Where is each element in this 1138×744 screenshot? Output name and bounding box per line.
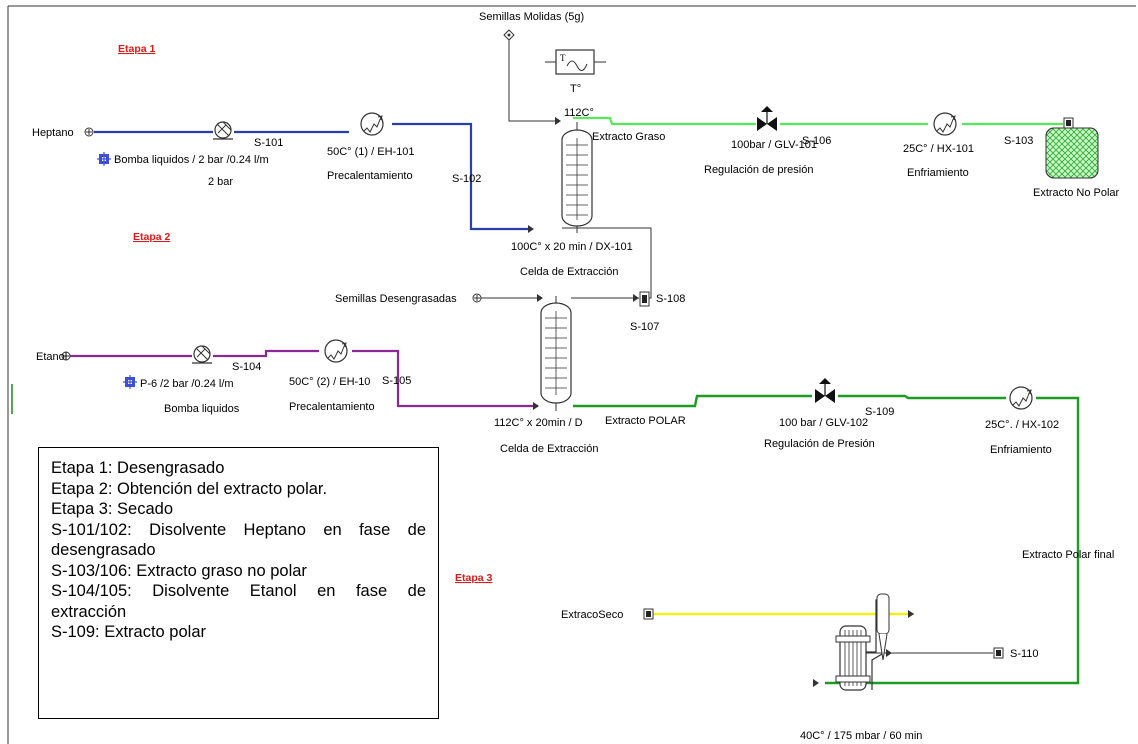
temp-sensor-label: T°	[570, 83, 581, 95]
stage-3-label: Etapa 3	[455, 572, 493, 584]
valve-1-name: Regulación de presión	[704, 164, 813, 176]
legend-box: Etapa 1: Desengrasado Etapa 2: Obtención…	[38, 447, 439, 719]
s106-label: S-106	[802, 135, 831, 147]
legend-line: S-104/105: Disolvente Etanol en fase de …	[51, 582, 426, 621]
dry-extract-label: ExtracoSeco	[561, 609, 623, 621]
svg-text:T: T	[560, 53, 566, 63]
fatty-extract-label: Extracto Graso	[592, 131, 665, 143]
s104-label: S-104	[232, 361, 261, 373]
valve-2-name: Regulación de Presión	[764, 438, 875, 450]
s110-label: S-110	[1010, 648, 1039, 660]
heater-2-spec: 50C° (2) / EH-10	[289, 376, 370, 388]
valve-1-icon	[757, 106, 777, 131]
s103-terminator-icon	[1063, 117, 1074, 129]
defatted-seeds-feed-icon	[472, 293, 482, 303]
pump-2-name: Bomba liquidos	[164, 403, 240, 415]
legend-line: Etapa 1: Desengrasado	[51, 459, 225, 477]
legend-line: S-101/102: Disolvente Heptano en fase de…	[51, 520, 426, 560]
cell-2-name: Celda de Extracción	[500, 443, 598, 455]
cooler-1-icon	[933, 112, 957, 136]
flow-arrowheads	[528, 117, 914, 687]
s107-label: S-107	[630, 321, 659, 333]
pump-1-icon	[213, 121, 233, 140]
stage-1-label: Etapa 1	[118, 43, 156, 55]
pump-1-note: 2 bar	[208, 176, 233, 188]
cell-2-spec: 112C° x 20min / D	[494, 417, 583, 429]
legend-line: S-109: Extracto polar	[51, 623, 206, 641]
valve-2-icon	[815, 378, 835, 403]
s101-label: S-101	[254, 137, 283, 149]
stage1-light-green-streams	[573, 116, 1063, 126]
heater-2-icon	[324, 339, 348, 363]
cooler-2-icon	[1009, 386, 1033, 410]
heater-2-name: Precalentamiento	[289, 401, 375, 413]
ethanol-feed-icon	[61, 351, 71, 361]
ground-seeds-label: Semillas Molidas (5g)	[479, 11, 584, 23]
pump-2-data-icon	[123, 375, 137, 389]
extraction-cell-1-icon	[561, 122, 593, 233]
cooler-1-name: Enfriamiento	[907, 167, 969, 179]
heptane-label: Heptano	[32, 127, 74, 139]
heptane-feed-icon	[84, 127, 94, 137]
cell-1-name: Celda de Extracción	[520, 266, 618, 278]
cell1-bottom-link	[562, 227, 652, 299]
legend-line: Etapa 3: Secado	[51, 500, 174, 518]
ethanol-streams	[70, 349, 538, 408]
dryer-icon	[835, 593, 890, 691]
final-polar-label: Extracto Polar final	[1022, 549, 1114, 561]
s110-terminator-icon	[993, 647, 1004, 659]
polar-extract-label: Extracto POLAR	[605, 415, 686, 427]
ground-seeds-feed-icon	[503, 29, 515, 41]
legend-line: Etapa 2: Obtención del extracto polar.	[51, 479, 328, 498]
stage3-streams	[652, 612, 993, 654]
diagram-labels: Heptano Semillas Molidas (5g) Semillas D…	[32, 11, 1120, 742]
s109-label: S-109	[865, 406, 894, 418]
s103-label: S-103	[1004, 135, 1033, 147]
product-1-label: Extracto No Polar	[1033, 187, 1120, 199]
ethanol-label: Etanol	[36, 351, 67, 363]
pump-2-spec: P-6 /2 bar /0.24 l/m	[140, 378, 234, 390]
heater-1-spec: 50C° (1) / EH-101	[327, 146, 415, 158]
pump-1-spec: Bomba liquidos / 2 bar /0.24 l/m	[114, 154, 269, 166]
s108-terminator-icon	[639, 291, 650, 307]
ground-seeds-stream	[508, 40, 555, 122]
extraction-cell-2-icon	[540, 296, 572, 411]
temperature-sensor-icon: T	[545, 49, 606, 75]
heptane-streams	[94, 122, 528, 231]
dry-extract-terminator-icon	[643, 608, 654, 620]
cell-1-spec: 100C° x 20 min / DX-101	[511, 241, 633, 253]
valve-1-spec: 100bar / GLV-101	[731, 139, 817, 151]
defatted-seeds-label: Semillas Desengrasadas	[335, 293, 457, 305]
cooler-2-name: Enfriamiento	[990, 444, 1052, 456]
pump-2-icon	[192, 345, 212, 364]
heater-1-name: Precalentamiento	[327, 170, 413, 182]
temp-sensor-value: 112C°	[564, 107, 594, 119]
heater-1-icon	[360, 112, 384, 136]
stage-2-label: Etapa 2	[133, 231, 171, 243]
valve-2-spec: 100 bar / GLV-102	[779, 417, 868, 429]
non-polar-extract-tank-icon	[1045, 127, 1099, 179]
s102-label: S-102	[452, 173, 481, 185]
s108-label: S-108	[656, 293, 685, 305]
cooler-1-spec: 25C° / HX-101	[903, 143, 974, 155]
legend-line: S-103/106: Extracto graso no polar	[51, 561, 307, 580]
stage2-dark-green-streams	[573, 394, 1080, 685]
pump-1-data-icon	[97, 152, 111, 166]
cooler-2-spec: 25C°. / HX-102	[985, 419, 1059, 431]
dryer-spec: 40C° / 175 mbar / 60 min	[800, 730, 922, 742]
s105-label: S-105	[382, 375, 411, 387]
